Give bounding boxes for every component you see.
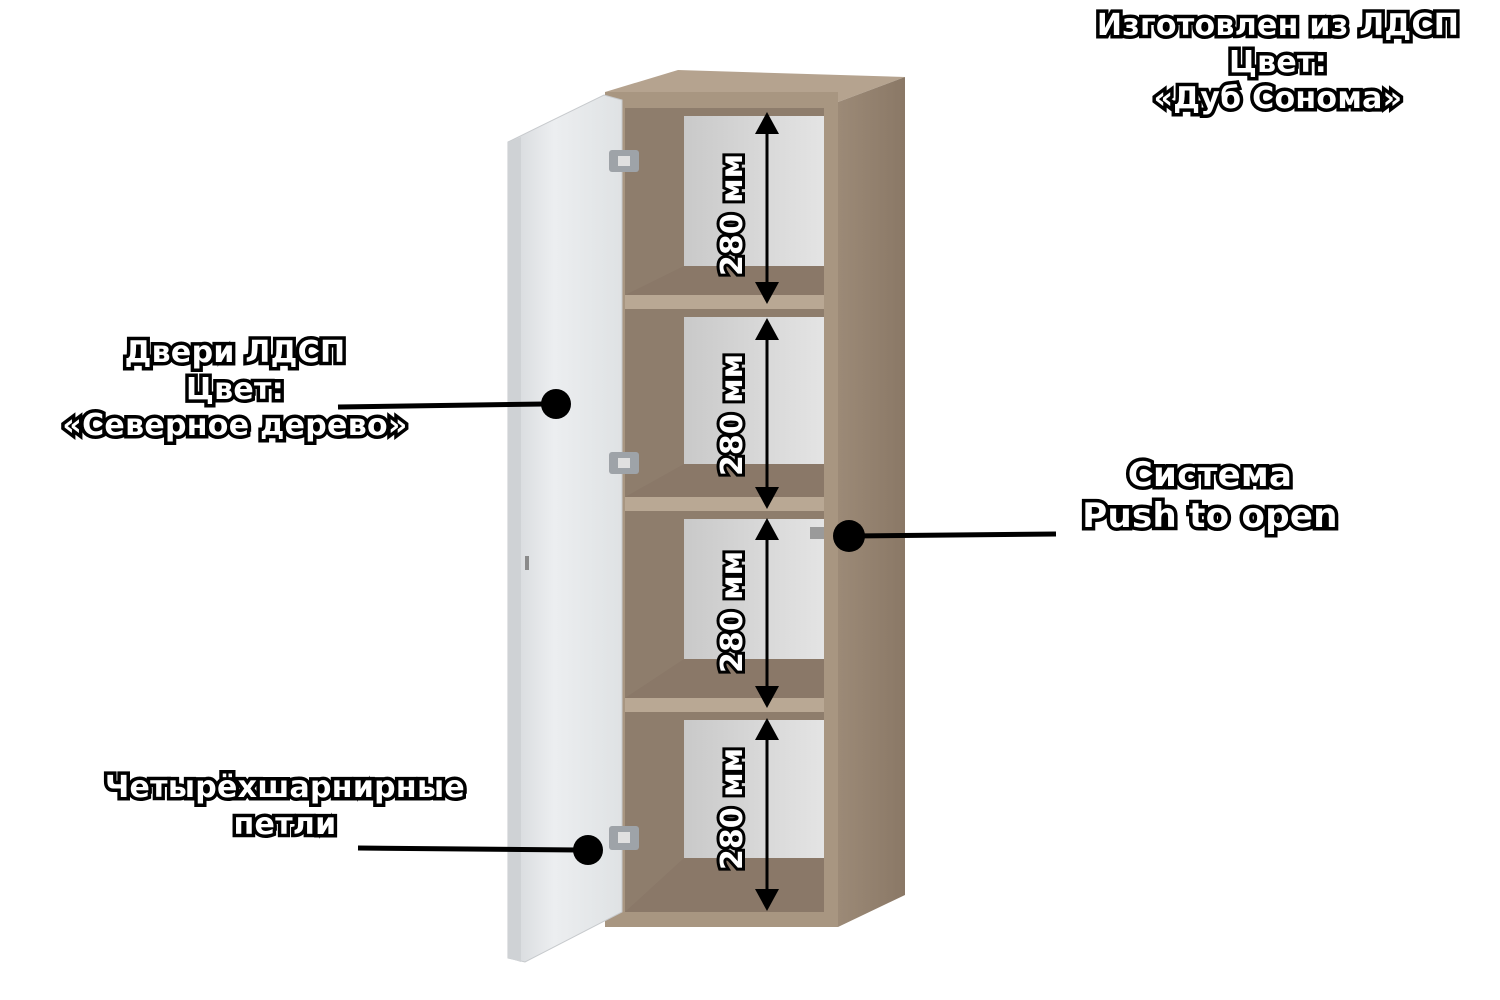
callout-push-to-open xyxy=(833,520,1057,552)
shelf-3 xyxy=(625,698,824,712)
dimension-label-3: 280 мм xyxy=(715,551,750,673)
doors-label: Двери ЛДСП Цвет: «Северное дерево» xyxy=(40,332,430,447)
push-to-open-mechanism xyxy=(810,527,824,539)
dimension-label-1: 280 мм xyxy=(715,154,750,276)
dimension-arrow-2 xyxy=(755,318,779,509)
compartment-4 xyxy=(625,712,824,912)
push-to-open-label: Система Push to open xyxy=(1060,451,1360,540)
material-label-line-3: «Дуб Сонома» xyxy=(1150,78,1405,120)
hinges-label: Четырёхшарнирные петли xyxy=(60,767,510,846)
shelf-2 xyxy=(625,497,824,511)
doors-label-line-1: Двери ЛДСП xyxy=(121,332,348,374)
dimension-arrow-4 xyxy=(755,718,779,911)
material-label-line-1: Изготовлен из ЛДСП xyxy=(1093,5,1462,47)
push-label-line-1: Система xyxy=(1124,451,1295,498)
dimension-arrow-3 xyxy=(755,518,779,708)
dimension-arrow-1 xyxy=(755,112,779,304)
material-label-line-2: Цвет: xyxy=(1225,41,1330,83)
doors-label-line-3: «Северное дерево» xyxy=(59,405,411,447)
callout-hinges xyxy=(357,835,603,865)
callout-doors xyxy=(337,389,571,419)
cabinet-carcass xyxy=(605,70,905,927)
dimension-arrows xyxy=(755,112,779,911)
material-label: Изготовлен из ЛДСП Цвет: «Дуб Сонома» xyxy=(1078,5,1478,120)
compartment-3 xyxy=(625,511,824,698)
hinges-label-line-2: петли xyxy=(230,803,340,845)
cabinet-door xyxy=(507,94,623,963)
cabinet-right-side xyxy=(838,77,905,927)
hinges-label-line-1: Четырёхшарнирные xyxy=(101,767,468,809)
dimension-label-2: 280 мм xyxy=(715,354,750,476)
push-label-line-2: Push to open xyxy=(1079,493,1341,540)
hinge-icon xyxy=(609,150,639,850)
doors-label-line-2: Цвет: xyxy=(182,368,287,410)
dimension-label-4: 280 мм xyxy=(715,748,750,870)
shelf-1 xyxy=(625,295,824,309)
